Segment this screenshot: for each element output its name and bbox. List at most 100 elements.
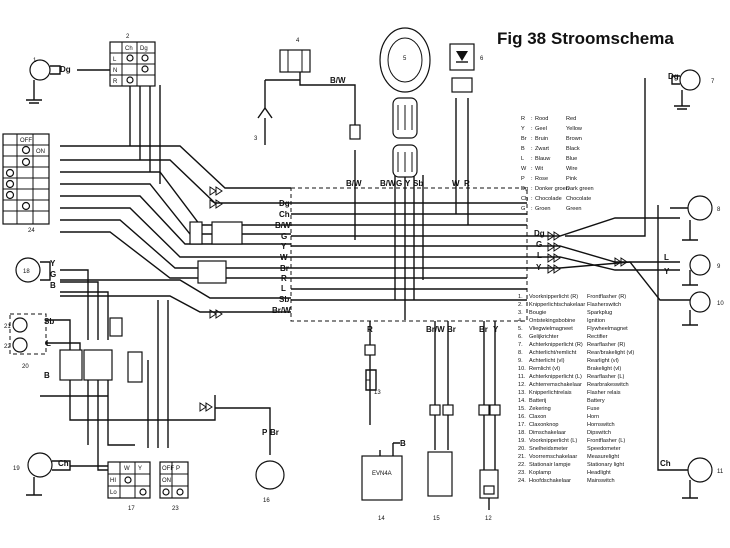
svg-text:18: 18 bbox=[23, 269, 30, 275]
svg-text:Rearbrakeswitch: Rearbrakeswitch bbox=[587, 382, 629, 388]
svg-text:Rectifier: Rectifier bbox=[587, 334, 608, 340]
svg-text:22: 22 bbox=[4, 344, 11, 350]
parts-row: 1.Voorknipperlicht (R)Frontflasher (R) bbox=[518, 294, 626, 300]
svg-text:Battery: Battery bbox=[587, 398, 605, 404]
svg-text:Dg: Dg bbox=[279, 199, 290, 208]
svg-text:Batterij: Batterij bbox=[529, 398, 546, 404]
svg-text:19.: 19. bbox=[518, 438, 526, 444]
svg-text:G: G bbox=[536, 240, 542, 249]
svg-text:8: 8 bbox=[717, 207, 721, 213]
svg-text:21.: 21. bbox=[518, 454, 526, 460]
svg-text:W: W bbox=[521, 166, 527, 172]
svg-text:Achterknipperlicht (R): Achterknipperlicht (R) bbox=[529, 342, 583, 348]
svg-text:Dg: Dg bbox=[668, 72, 679, 81]
svg-text:EVN4A: EVN4A bbox=[372, 471, 392, 477]
svg-text:Rear/brakelight (vl): Rear/brakelight (vl) bbox=[587, 350, 634, 356]
svg-text:14: 14 bbox=[378, 516, 385, 522]
svg-text:Rearflasher (R): Rearflasher (R) bbox=[587, 342, 625, 348]
flasher-switch: Ch Dg L N R 2 bbox=[109, 34, 156, 87]
svg-text:B: B bbox=[50, 281, 56, 290]
svg-text:19: 19 bbox=[13, 466, 20, 472]
svg-text:HI: HI bbox=[110, 478, 116, 484]
svg-text:Brakelight (vl): Brakelight (vl) bbox=[587, 366, 621, 372]
svg-text:Voorremschakelaar: Voorremschakelaar bbox=[529, 454, 577, 460]
svg-text:Flasher relais: Flasher relais bbox=[587, 390, 621, 396]
svg-text:Vliegwielmagneet: Vliegwielmagneet bbox=[529, 326, 573, 332]
svg-text:Green: Green bbox=[566, 206, 582, 212]
svg-text:L: L bbox=[521, 156, 524, 162]
svg-text:Zwart: Zwart bbox=[535, 146, 549, 152]
svg-text:Rood: Rood bbox=[535, 116, 548, 122]
svg-text:7.: 7. bbox=[518, 342, 523, 348]
svg-text:B: B bbox=[400, 439, 406, 448]
svg-text:P: P bbox=[262, 428, 268, 437]
svg-text::: : bbox=[531, 206, 533, 212]
svg-text:Fuse: Fuse bbox=[587, 406, 599, 412]
svg-text:B: B bbox=[44, 371, 50, 380]
svg-text:Br: Br bbox=[521, 136, 527, 142]
svg-text:4.: 4. bbox=[518, 318, 523, 324]
flywheel-magneto: 5 bbox=[379, 27, 431, 178]
svg-text:G: G bbox=[521, 206, 525, 212]
svg-text:Ch: Ch bbox=[660, 459, 671, 468]
svg-text:G: G bbox=[50, 270, 56, 279]
svg-text:9.: 9. bbox=[518, 358, 523, 364]
svg-text:Br: Br bbox=[270, 428, 279, 437]
svg-text:OFF: OFF bbox=[162, 466, 174, 472]
svg-text:Dimschakelaar: Dimschakelaar bbox=[529, 430, 566, 436]
svg-text:R: R bbox=[464, 179, 470, 188]
svg-text:Pink: Pink bbox=[566, 176, 577, 182]
wire-harness-outline bbox=[290, 187, 528, 322]
svg-text:L: L bbox=[664, 253, 669, 262]
svg-text:Achterlicht/remlicht: Achterlicht/remlicht bbox=[529, 350, 577, 356]
svg-text:Dg: Dg bbox=[534, 229, 545, 238]
svg-text::: : bbox=[531, 166, 533, 172]
svg-text:11: 11 bbox=[717, 469, 724, 475]
svg-text:16: 16 bbox=[263, 498, 270, 504]
svg-text:5.: 5. bbox=[518, 326, 523, 332]
svg-text:Ignition: Ignition bbox=[587, 318, 605, 324]
svg-text:Dipswitch: Dipswitch bbox=[587, 430, 611, 436]
svg-text:Horn: Horn bbox=[587, 414, 599, 420]
rear-brake-switch: 12 bbox=[479, 469, 499, 522]
svg-text::: : bbox=[531, 126, 533, 132]
svg-text:Blauw: Blauw bbox=[535, 156, 551, 162]
svg-text:6.: 6. bbox=[518, 334, 523, 340]
svg-text:15: 15 bbox=[433, 516, 440, 522]
front-flasher-right-lamp: 1 bbox=[26, 58, 61, 104]
svg-text:Flywheelmagnet: Flywheelmagnet bbox=[587, 326, 628, 332]
parts-row: 9.Achterlicht (vl)Rearlight (vl) bbox=[518, 358, 619, 364]
svg-text:22.: 22. bbox=[518, 462, 526, 468]
svg-text:Knipperlichtschakelaar: Knipperlichtschakelaar bbox=[529, 302, 585, 308]
svg-text:8.: 8. bbox=[518, 350, 523, 356]
svg-text:L: L bbox=[113, 57, 117, 63]
svg-text:Measurelight: Measurelight bbox=[587, 454, 619, 460]
svg-text:13: 13 bbox=[374, 390, 381, 396]
fuse: 15 bbox=[427, 451, 453, 522]
parts-row: 8. Achterlicht/remlicht Rear/brakelight (v… bbox=[518, 350, 634, 356]
svg-text:Y: Y bbox=[536, 263, 542, 272]
svg-text:Br: Br bbox=[447, 325, 456, 334]
svg-text::: : bbox=[531, 116, 533, 122]
svg-text:Y: Y bbox=[281, 242, 287, 251]
svg-text:L: L bbox=[537, 251, 542, 260]
svg-text:17.: 17. bbox=[518, 422, 526, 428]
harness-wires bbox=[40, 60, 700, 471]
svg-text:Rose: Rose bbox=[535, 176, 548, 182]
svg-text::: : bbox=[531, 156, 533, 162]
flasher-relay: 13 bbox=[365, 369, 381, 396]
svg-text:Hoofdschakelaar: Hoofdschakelaar bbox=[529, 478, 571, 484]
svg-text:L: L bbox=[46, 339, 51, 348]
